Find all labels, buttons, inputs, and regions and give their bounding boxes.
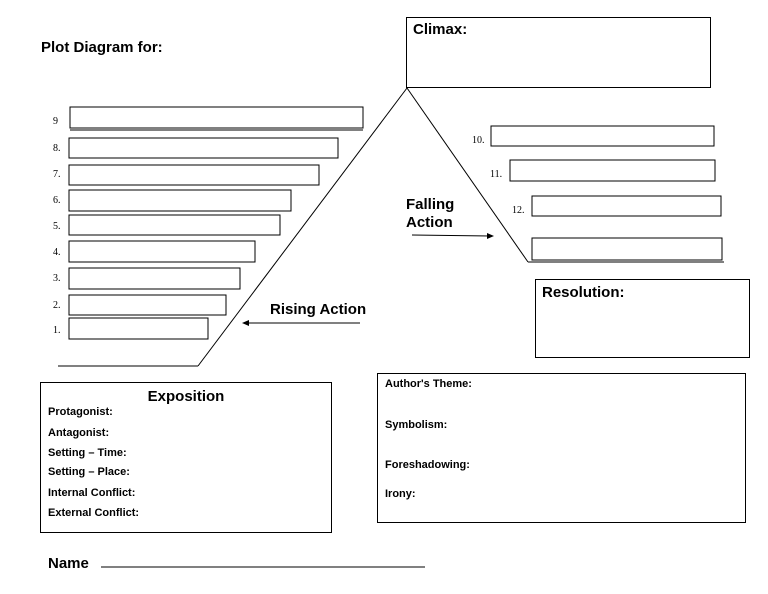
rising-box-4[interactable] (68, 240, 256, 263)
exposition-setting-place-label: Setting – Place: (48, 466, 130, 478)
rising-number-1: 1. (53, 325, 61, 336)
name-label: Name (48, 555, 89, 572)
falling-box-13[interactable] (531, 237, 723, 261)
rising-number-8: 8. (53, 143, 61, 154)
exposition-external-conflict-label: External Conflict: (48, 507, 140, 519)
climax-box[interactable]: Climax: (406, 17, 711, 88)
resolution-label: Resolution: (542, 284, 625, 301)
rising-box-1[interactable] (68, 317, 209, 340)
page-title: Plot Diagram for: (41, 39, 163, 56)
rising-box-3[interactable] (68, 267, 241, 290)
rising-number-9: 9 (53, 116, 58, 127)
falling-box-12[interactable] (531, 195, 722, 217)
resolution-box[interactable]: Resolution: (535, 279, 750, 358)
foreshadowing-label: Foreshadowing: (385, 459, 470, 471)
falling-action-arrow (411, 233, 494, 239)
symbolism-label: Symbolism: (385, 419, 448, 431)
rising-box-6[interactable] (68, 189, 292, 212)
falling-number-11: 11. (490, 169, 503, 180)
falling-number-12: 12. (512, 205, 525, 216)
climax-label: Climax: (413, 21, 468, 38)
rising-box-2[interactable] (68, 294, 227, 316)
literary-devices-box[interactable]: Author's Theme: Symbolism: Foreshadowing… (377, 373, 746, 523)
irony-label: Irony: (385, 488, 416, 500)
rising-number-2: 2. (53, 300, 61, 311)
falling-action-label-line2: Action (406, 214, 453, 231)
exposition-box[interactable]: Exposition Protagonist: Antagonist: Sett… (40, 382, 332, 533)
authors-theme-label: Author's Theme: (385, 378, 472, 390)
exposition-antagonist-label: Antagonist: (48, 427, 110, 439)
exposition-setting-time-label: Setting – Time: (48, 447, 127, 459)
falling-action-label-line1: Falling (406, 196, 455, 213)
falling-number-10: 10. (472, 135, 485, 146)
exposition-internal-conflict-label: Internal Conflict: (48, 487, 136, 499)
rising-slope (197, 87, 408, 367)
rising-answer-boxes (68, 106, 364, 340)
falling-box-11[interactable] (509, 159, 716, 182)
rising-number-6: 6. (53, 195, 61, 206)
falling-answer-boxes (490, 125, 723, 261)
rising-number-7: 7. (53, 169, 61, 180)
rising-number-3: 3. (53, 273, 61, 284)
rising-action-label: Rising Action (270, 301, 367, 318)
exposition-header: Exposition (147, 388, 225, 405)
rising-box-7[interactable] (68, 164, 320, 186)
rising-number-4: 4. (53, 247, 61, 258)
falling-slope (406, 87, 529, 263)
rising-box-5[interactable] (68, 214, 281, 236)
falling-action-label: Falling Action (406, 196, 454, 232)
rising-number-5: 5. (53, 221, 61, 232)
rising-action-arrow (242, 320, 360, 326)
rising-box-9[interactable] (69, 106, 364, 129)
exposition-protagonist-label: Protagonist: (48, 406, 113, 418)
rising-box-8[interactable] (68, 137, 339, 159)
falling-box-10[interactable] (490, 125, 715, 147)
